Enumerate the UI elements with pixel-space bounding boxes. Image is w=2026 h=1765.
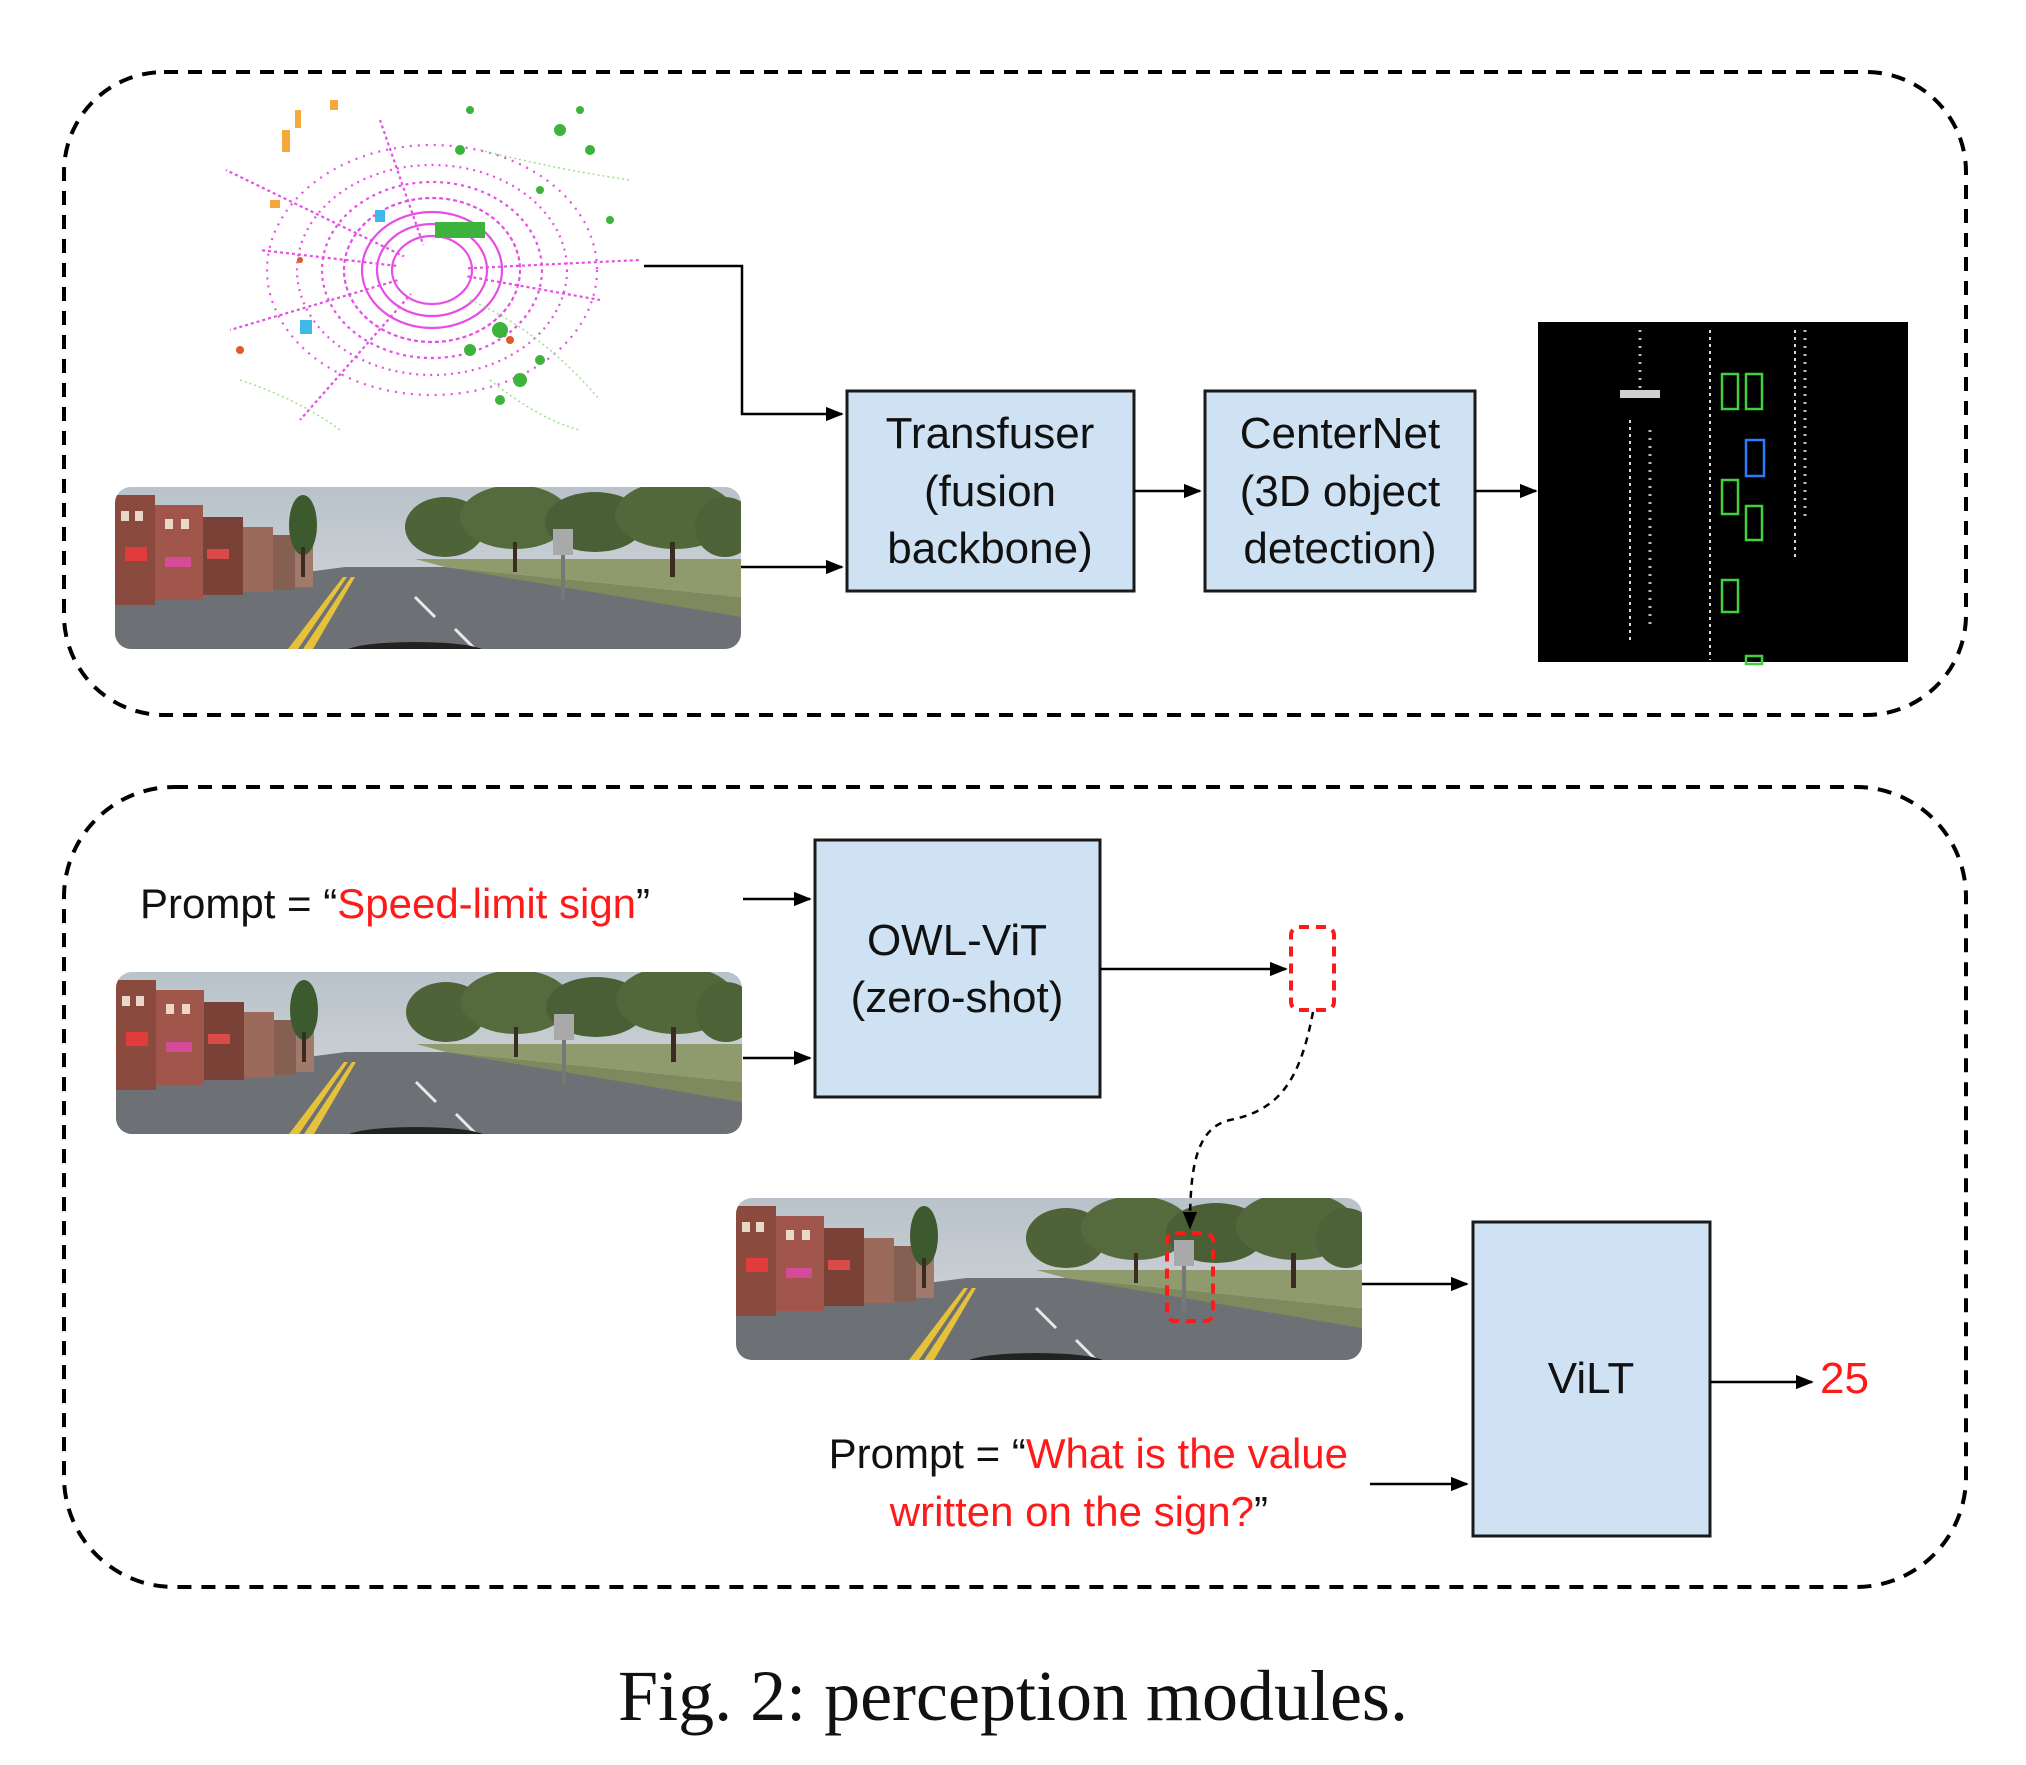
detection-output-image (1538, 322, 1908, 666)
prompt2-suffix: ” (1254, 1488, 1268, 1535)
camera-image-owlvit-input (116, 972, 742, 1134)
transfuser-label-line1: Transfuser (886, 409, 1095, 458)
sign-highlight-box (1165, 1231, 1215, 1323)
bottom-module-frame (62, 785, 1968, 1589)
vilt-box: ViLT (1471, 1220, 1712, 1538)
owlvit-box: OWL-ViT (zero-shot) (813, 838, 1102, 1099)
lidar-point-cloud-image (220, 90, 644, 445)
centernet-label-line2: (3D object (1240, 467, 1441, 516)
prompt2-text-line1: What is the value (1026, 1430, 1348, 1477)
transfuser-box: Transfuser (fusion backbone) (845, 389, 1136, 593)
prompt2-prefix: Prompt = “ (829, 1430, 1026, 1477)
centernet-label-line3: detection) (1243, 524, 1436, 573)
owlvit-label-line1: OWL-ViT (867, 916, 1047, 965)
bottom-arrows (743, 891, 1814, 1492)
centernet-label-line1: CenterNet (1240, 409, 1441, 458)
prompt-speed-limit: Prompt = “Speed-limit sign” (140, 880, 650, 927)
transfuser-label-line3: backbone) (887, 524, 1092, 573)
centernet-box: CenterNet (3D object detection) (1203, 389, 1477, 593)
prompt1-prefix: Prompt = “ (140, 880, 337, 927)
prompt1-suffix: ” (636, 880, 650, 927)
figure-caption: Fig. 2: perception modules. (618, 1656, 1408, 1736)
prompt-question-line2: written on the sign?” (889, 1488, 1268, 1535)
vilt-label: ViLT (1548, 1354, 1634, 1403)
prompt-question: Prompt = “What is the value (829, 1430, 1348, 1477)
prompt2-text-line2: written on the sign? (889, 1488, 1254, 1535)
prompt1-text: Speed-limit sign (337, 880, 636, 927)
detected-sign-box (1289, 925, 1336, 1012)
transfuser-label-line2: (fusion (924, 467, 1056, 516)
camera-image-vilt-input (736, 1198, 1362, 1360)
top-arrows (644, 264, 1538, 575)
owlvit-label-line2: (zero-shot) (851, 973, 1064, 1022)
camera-image-top (115, 487, 741, 649)
answer-value: 25 (1820, 1354, 1869, 1403)
top-module-frame (62, 70, 1968, 717)
